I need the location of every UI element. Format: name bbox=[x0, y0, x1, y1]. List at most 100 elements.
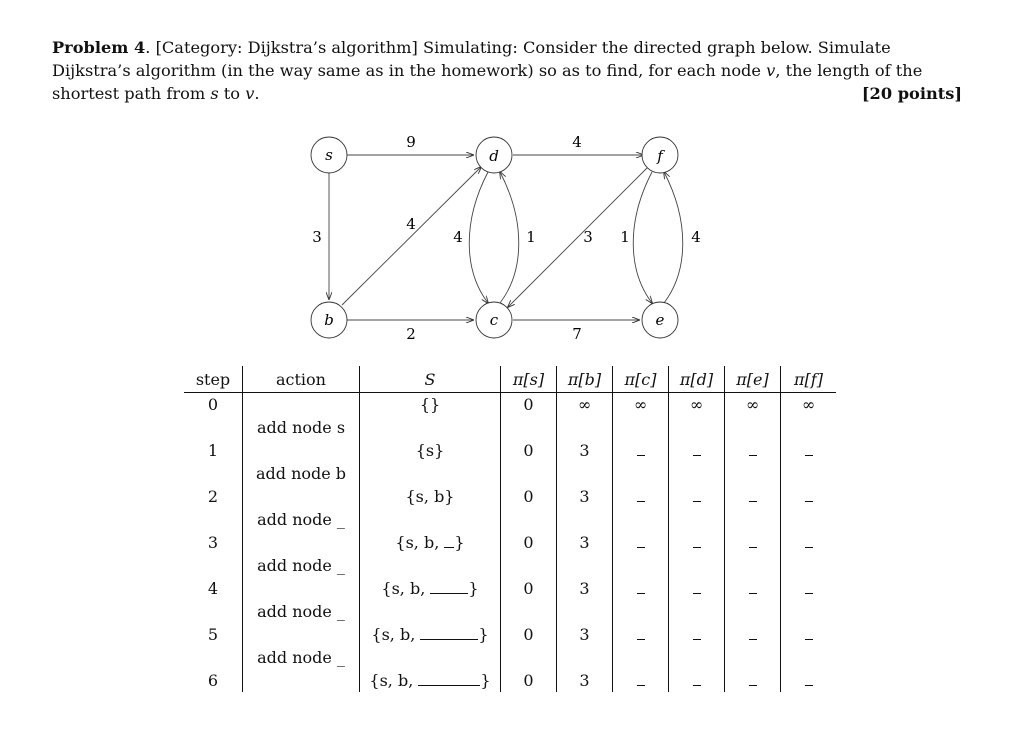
var-s: s bbox=[210, 84, 219, 103]
blank-pi-f[interactable] bbox=[780, 485, 836, 508]
var-v: v bbox=[766, 61, 776, 80]
action-row: add node _ bbox=[184, 508, 836, 531]
edge-e-f bbox=[664, 172, 684, 304]
blank-pi-d[interactable] bbox=[668, 623, 725, 646]
problem-points: [20 points] bbox=[861, 84, 962, 103]
row-S[interactable]: {s, b, } bbox=[359, 623, 501, 646]
blank-pi-d[interactable] bbox=[668, 577, 725, 600]
node-s-label: s bbox=[325, 146, 333, 164]
blank-pi-e[interactable] bbox=[724, 439, 781, 462]
weight-f-c: 3 bbox=[583, 228, 593, 246]
problem-text-d: . bbox=[254, 84, 260, 103]
action-cell[interactable]: add node _ bbox=[242, 646, 360, 669]
row-pi-b: 3 bbox=[556, 531, 613, 554]
set-blank[interactable] bbox=[444, 533, 455, 549]
row-S[interactable]: {s, b, } bbox=[359, 577, 501, 600]
set-blank[interactable] bbox=[420, 625, 479, 641]
blank-pi-e[interactable] bbox=[724, 669, 781, 692]
node-c-label: c bbox=[490, 311, 499, 329]
blank-pi-c[interactable] bbox=[612, 669, 669, 692]
row-pi-b: 3 bbox=[556, 623, 613, 646]
blank-pi-e[interactable] bbox=[724, 531, 781, 554]
blank-pi-c[interactable] bbox=[612, 623, 669, 646]
blank-pi-f[interactable] bbox=[780, 531, 836, 554]
action-row: add node s bbox=[184, 416, 836, 439]
header-step: step bbox=[184, 366, 243, 393]
blank-pi-e[interactable] bbox=[724, 485, 781, 508]
edge-b-d bbox=[341, 167, 481, 306]
blank-pi-d[interactable] bbox=[668, 531, 725, 554]
blank-pi-f[interactable] bbox=[780, 669, 836, 692]
row-pi-b: 3 bbox=[556, 577, 613, 600]
action-cell[interactable]: add node _ bbox=[242, 554, 360, 577]
weight-e-f: 4 bbox=[691, 228, 701, 246]
row-step: 0 bbox=[207, 395, 219, 414]
action-cell[interactable]: add node _ bbox=[242, 508, 360, 531]
header-pi-e: π[e] bbox=[724, 366, 781, 393]
weight-s-b: 3 bbox=[312, 228, 322, 246]
header-S: S bbox=[359, 366, 501, 393]
action-cell: add node b bbox=[242, 462, 360, 485]
node-b: b bbox=[310, 301, 348, 339]
row-step: 3 bbox=[207, 533, 219, 552]
row-S[interactable]: {s, b, } bbox=[359, 669, 501, 692]
blank-pi-e[interactable] bbox=[724, 577, 781, 600]
blank-pi-d[interactable] bbox=[668, 669, 725, 692]
node-d: d bbox=[475, 136, 513, 174]
row-S: {} bbox=[359, 392, 501, 416]
row-S[interactable]: {s, b, } bbox=[359, 531, 501, 554]
row-step: 4 bbox=[207, 579, 219, 598]
blank-pi-d[interactable] bbox=[668, 485, 725, 508]
table-row: 2 {s, b} 0 3 bbox=[184, 485, 836, 508]
blank-pi-f[interactable] bbox=[780, 577, 836, 600]
node-b-label: b bbox=[324, 311, 334, 329]
weight-s-d: 9 bbox=[406, 133, 416, 151]
directed-graph: 9 4 3 4 4 1 3 1 4 2 7 s d f b c e bbox=[310, 133, 701, 343]
row-pi-s: 0 bbox=[500, 439, 557, 462]
set-blank[interactable] bbox=[418, 671, 481, 687]
row-pi-c: ∞ bbox=[612, 392, 669, 416]
header-pi-f: π[f] bbox=[780, 366, 836, 393]
node-c: c bbox=[475, 301, 513, 339]
row-step: 1 bbox=[207, 441, 219, 460]
row-step: 5 bbox=[207, 625, 219, 644]
action-row: add node _ bbox=[184, 554, 836, 577]
row-pi-s: 0 bbox=[500, 485, 557, 508]
weight-f-e: 1 bbox=[620, 228, 630, 246]
header-pi-d: π[d] bbox=[668, 366, 725, 393]
problem-label: Problem 4 bbox=[52, 38, 146, 57]
weight-d-f: 4 bbox=[572, 133, 582, 151]
blank-pi-c[interactable] bbox=[612, 485, 669, 508]
row-pi-b: ∞ bbox=[556, 392, 613, 416]
blank-pi-f[interactable] bbox=[780, 623, 836, 646]
table-row: 5 {s, b, } 0 3 bbox=[184, 623, 836, 646]
action-cell[interactable]: add node _ bbox=[242, 600, 360, 623]
header-pi-s: π[s] bbox=[500, 366, 557, 393]
blank-pi-e[interactable] bbox=[724, 623, 781, 646]
header-action: action bbox=[242, 366, 360, 393]
row-step: 6 bbox=[207, 671, 219, 690]
var-v2: v bbox=[245, 84, 255, 103]
problem-statement: Problem 4. [Category: Dijkstra’s algorit… bbox=[52, 38, 962, 103]
action-row: add node _ bbox=[184, 646, 836, 669]
row-pi-b: 3 bbox=[556, 439, 613, 462]
table-row: 6 {s, b, } 0 3 bbox=[184, 669, 836, 692]
row-pi-e: ∞ bbox=[724, 392, 781, 416]
weight-b-d: 4 bbox=[406, 215, 416, 233]
node-d-label: d bbox=[489, 147, 499, 165]
blank-pi-d[interactable] bbox=[668, 439, 725, 462]
row-pi-b: 3 bbox=[556, 485, 613, 508]
node-f-label: f bbox=[656, 147, 665, 165]
blank-pi-f[interactable] bbox=[780, 439, 836, 462]
simulation-table: step action S π[s] π[b] π[c] π[d] π[e] π… bbox=[184, 366, 836, 692]
set-blank[interactable] bbox=[430, 579, 469, 595]
edge-f-e bbox=[632, 171, 652, 303]
table-row: 4 {s, b, } 0 3 bbox=[184, 577, 836, 600]
blank-pi-c[interactable] bbox=[612, 531, 669, 554]
blank-pi-c[interactable] bbox=[612, 577, 669, 600]
row-pi-s: 0 bbox=[500, 577, 557, 600]
table-row: 3 {s, b, } 0 3 bbox=[184, 531, 836, 554]
blank-pi-c[interactable] bbox=[612, 439, 669, 462]
problem-text-a: Simulating: Consider the directed graph … bbox=[52, 38, 891, 80]
header-pi-c: π[c] bbox=[612, 366, 669, 393]
